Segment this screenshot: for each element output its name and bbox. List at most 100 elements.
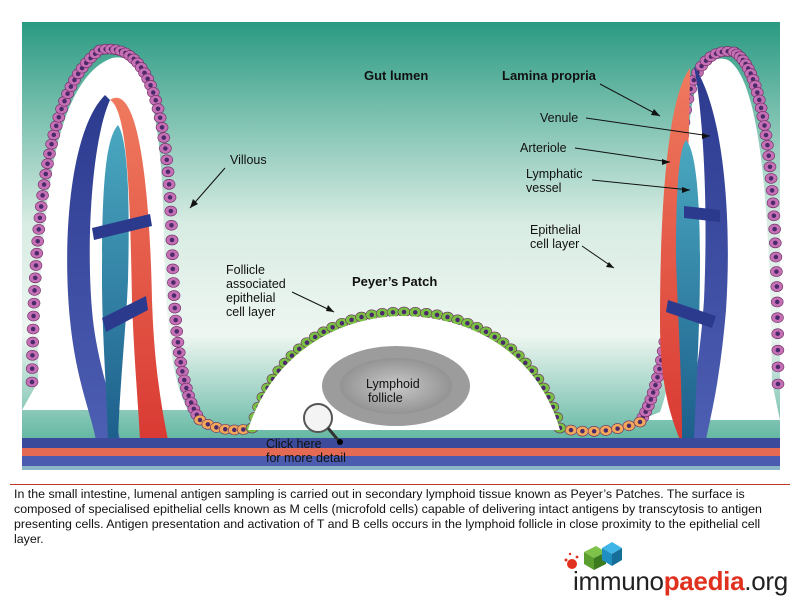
- fae-cell-nucleus: [523, 360, 528, 366]
- villus-cell-nucleus: [170, 252, 175, 257]
- fae-cell-nucleus: [434, 312, 440, 318]
- villus-cell-nucleus: [768, 176, 774, 181]
- fae-cell-nucleus: [401, 309, 407, 315]
- label-peyers-patch: Peyer’s Patch: [352, 274, 437, 289]
- fae-cell-nucleus: [369, 312, 374, 318]
- immunopaedia-logo: immunopaedia.org: [573, 566, 788, 597]
- crypt-cell-nucleus: [591, 429, 597, 434]
- fae-cell-nucleus: [492, 334, 497, 340]
- peyers-patch-diagram: Gut lumen Lamina propria Venule Arteriol…: [22, 22, 785, 470]
- villus-cell-nucleus: [157, 115, 163, 121]
- villus-cell-nucleus: [148, 83, 153, 88]
- villus-cell-nucleus: [30, 339, 35, 345]
- villus-cell-nucleus: [173, 317, 178, 323]
- villus-cell-nucleus: [186, 393, 191, 398]
- villus-cell-nucleus: [43, 171, 48, 177]
- villus-cell-nucleus: [772, 226, 777, 232]
- divider: [10, 484, 790, 485]
- villus-cell-nucleus: [653, 382, 658, 388]
- villus-cell-nucleus: [775, 347, 781, 353]
- villus-cell-nucleus: [775, 331, 780, 336]
- villus-cell-nucleus: [29, 366, 35, 371]
- villus-cell-nucleus: [169, 223, 174, 228]
- fae-cell-nucleus: [312, 334, 318, 340]
- label-villous: Villous: [230, 153, 267, 167]
- villus-cell-nucleus: [760, 114, 766, 119]
- fae-cell-nucleus: [541, 385, 546, 391]
- villus-cell-nucleus: [31, 313, 36, 319]
- left-cross-vessel-2: [102, 296, 148, 332]
- villus-cell-nucleus: [184, 385, 189, 391]
- villus-cell-nucleus: [72, 77, 77, 83]
- villus-cell-nucleus: [166, 182, 172, 187]
- click-here-link[interactable]: Click here: [266, 437, 322, 451]
- fae-cell-nucleus: [289, 353, 295, 358]
- villus-cell-nucleus: [62, 98, 67, 104]
- fae-cell-nucleus: [297, 346, 302, 352]
- villus-cell-nucleus: [163, 146, 168, 151]
- label-lamina-propria: Lamina propria: [502, 68, 597, 83]
- fae-cell-nucleus: [390, 310, 396, 315]
- villus-cell-nucleus: [775, 381, 781, 387]
- more-detail-link[interactable]: for more detail: [266, 451, 346, 465]
- crypt-cell-nucleus: [568, 427, 574, 433]
- villus-cell-nucleus: [165, 169, 171, 175]
- villus-cell-nucleus: [29, 379, 35, 385]
- crypt-cell-nucleus: [615, 426, 620, 431]
- villus-cell-nucleus: [40, 193, 45, 198]
- fae-cell-nucleus: [359, 314, 364, 320]
- villus-cell-nucleus: [174, 329, 179, 334]
- villus-cell-nucleus: [153, 98, 158, 103]
- label-lymphatic-vessel-2: vessel: [526, 181, 561, 195]
- villus-cell-nucleus: [657, 366, 662, 372]
- crypt-cell-nucleus: [603, 428, 609, 433]
- villus-cell-nucleus: [650, 390, 656, 395]
- villus-cell-nucleus: [691, 77, 697, 83]
- fae-cell-nucleus: [535, 376, 541, 382]
- fae-cell-nucleus: [455, 317, 460, 323]
- villus-cell-nucleus: [161, 135, 167, 140]
- villus-cell-nucleus: [762, 123, 767, 128]
- fae-cell-nucleus: [508, 346, 514, 352]
- villus-cell-nucleus: [773, 254, 779, 260]
- villus-cell-nucleus: [648, 397, 654, 402]
- crypt-cell-nucleus: [214, 425, 219, 430]
- villus-cell-nucleus: [32, 275, 38, 281]
- villus-cell-nucleus: [68, 84, 74, 89]
- right-venule: [684, 66, 728, 440]
- villus-cell-nucleus: [766, 153, 771, 158]
- crypt-cell-nucleus: [223, 427, 228, 432]
- villus-cell-nucleus: [56, 114, 62, 120]
- fae-cell-nucleus: [321, 329, 326, 335]
- villus-cell-nucleus: [757, 97, 762, 103]
- villus-cell-nucleus: [53, 123, 59, 129]
- villus-cell-nucleus: [770, 200, 776, 206]
- villus-cell-nucleus: [34, 250, 40, 256]
- villus-cell-nucleus: [171, 293, 177, 298]
- villus-cell-nucleus: [51, 132, 57, 138]
- fae-cell-nucleus: [483, 329, 489, 335]
- villus-cell-nucleus: [755, 90, 760, 95]
- villus-cell-nucleus: [758, 105, 764, 111]
- fae-cell-nucleus: [413, 310, 418, 315]
- label-follicle-1: Follicle: [226, 263, 265, 277]
- villus-cell-nucleus: [763, 132, 769, 138]
- villus-cell-nucleus: [180, 369, 185, 374]
- fae-cell-nucleus: [500, 340, 506, 345]
- villus-cell-nucleus: [35, 238, 40, 244]
- villus-cell-nucleus: [145, 76, 150, 82]
- basal-layer-bottom: [22, 466, 780, 470]
- villus-cell-nucleus: [32, 288, 37, 293]
- cubes-icon: [564, 542, 622, 570]
- magnifier-icon[interactable]: [303, 403, 343, 445]
- villus-cell-nucleus: [771, 213, 777, 218]
- left-venule: [67, 95, 120, 440]
- label-epithelial-1: Epithelial: [530, 223, 581, 237]
- fae-cell-nucleus: [516, 353, 521, 358]
- basal-layer-blue: [22, 438, 780, 448]
- crypt-cell-nucleus: [580, 428, 585, 434]
- villus-cell-nucleus: [30, 353, 35, 358]
- fae-cell-nucleus: [529, 368, 535, 374]
- villus-cell-nucleus: [59, 106, 64, 112]
- villus-cell-nucleus: [182, 377, 187, 383]
